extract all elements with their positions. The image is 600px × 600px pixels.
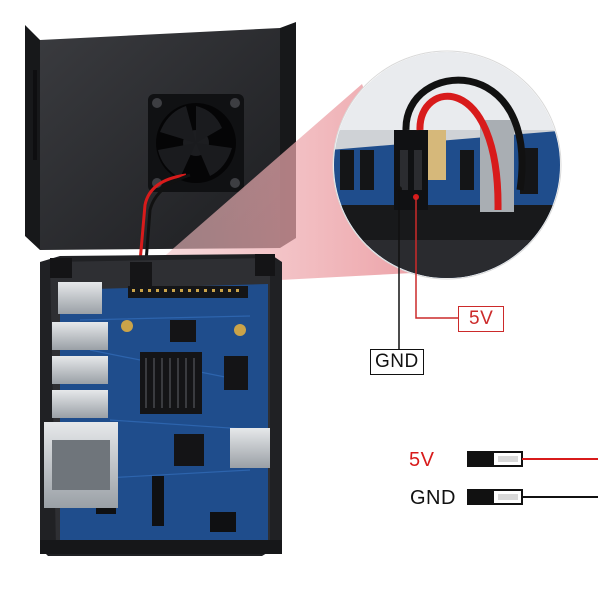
usb-port [52, 282, 270, 468]
dupont-connector-icon [467, 451, 598, 467]
fan-black-wire [144, 173, 191, 263]
ethernet-port [44, 422, 118, 508]
ground-callout-label: GND [370, 349, 424, 375]
fan-header-plug [130, 262, 152, 288]
cooling-fan-icon [148, 94, 244, 192]
five-volt-pointer-line [415, 197, 458, 319]
dupont-connector-icon [467, 489, 598, 505]
legend-five-volt-label: 5V [409, 449, 435, 471]
fan-red-wire [138, 173, 187, 263]
zoom-detail-circle [332, 50, 562, 280]
five-volt-callout-label: 5V [458, 306, 505, 332]
legend-ground-label: GND [410, 487, 456, 509]
